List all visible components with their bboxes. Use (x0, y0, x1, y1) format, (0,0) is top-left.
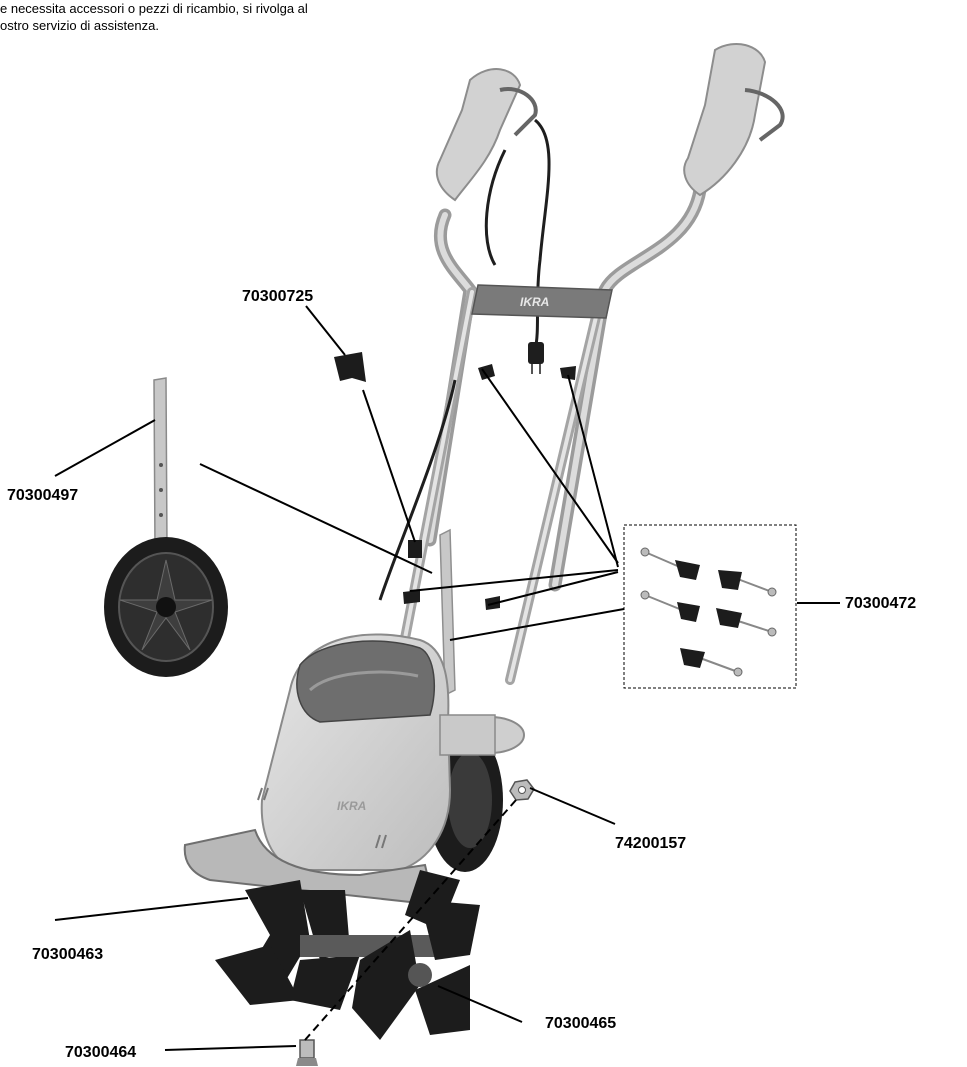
part-label-wheel: 70300497 (7, 487, 79, 504)
grip-left (435, 68, 538, 202)
leader-lines (54, 305, 840, 1051)
part-label-bolt: 70300464 (65, 1044, 137, 1061)
intro-text: e necessita accessori o pezzi di ricambi… (0, 0, 470, 34)
plug (528, 342, 544, 374)
attached-wheel-strip (439, 528, 456, 697)
part-label-lever-set: 70300472 (845, 595, 917, 612)
brand-logo-top: IKRA (520, 295, 549, 309)
frame-cable-clip (408, 540, 422, 558)
frame-levers (403, 364, 576, 610)
brand-crossbar: IKRA (471, 284, 613, 319)
cover-clip (334, 352, 366, 382)
spare-wheel (104, 377, 228, 677)
part-label-tine-right: 70300465 (545, 1015, 617, 1032)
lever-kit-box (623, 524, 797, 689)
brand-logo-body: IKRA (337, 799, 366, 813)
handle-bar (390, 183, 707, 695)
power-cable (378, 118, 551, 601)
motor-body: IKRA (257, 633, 525, 871)
part-label-tine-left: 70300463 (32, 946, 104, 963)
bolt (296, 1039, 318, 1066)
base-shield (183, 828, 434, 904)
intro-line-2: ostro servizio di assistenza. (0, 18, 159, 33)
grip-right (683, 43, 785, 197)
part-label-nut: 74200157 (615, 835, 687, 852)
part-label-cover-clip: 70300725 (242, 288, 314, 305)
nut (509, 779, 535, 801)
intro-line-1: e necessita accessori o pezzi di ricambi… (0, 1, 308, 16)
exploded-tine-outer (352, 900, 480, 1040)
mounted-tines (215, 870, 460, 1010)
lever-kit-items (640, 547, 777, 677)
